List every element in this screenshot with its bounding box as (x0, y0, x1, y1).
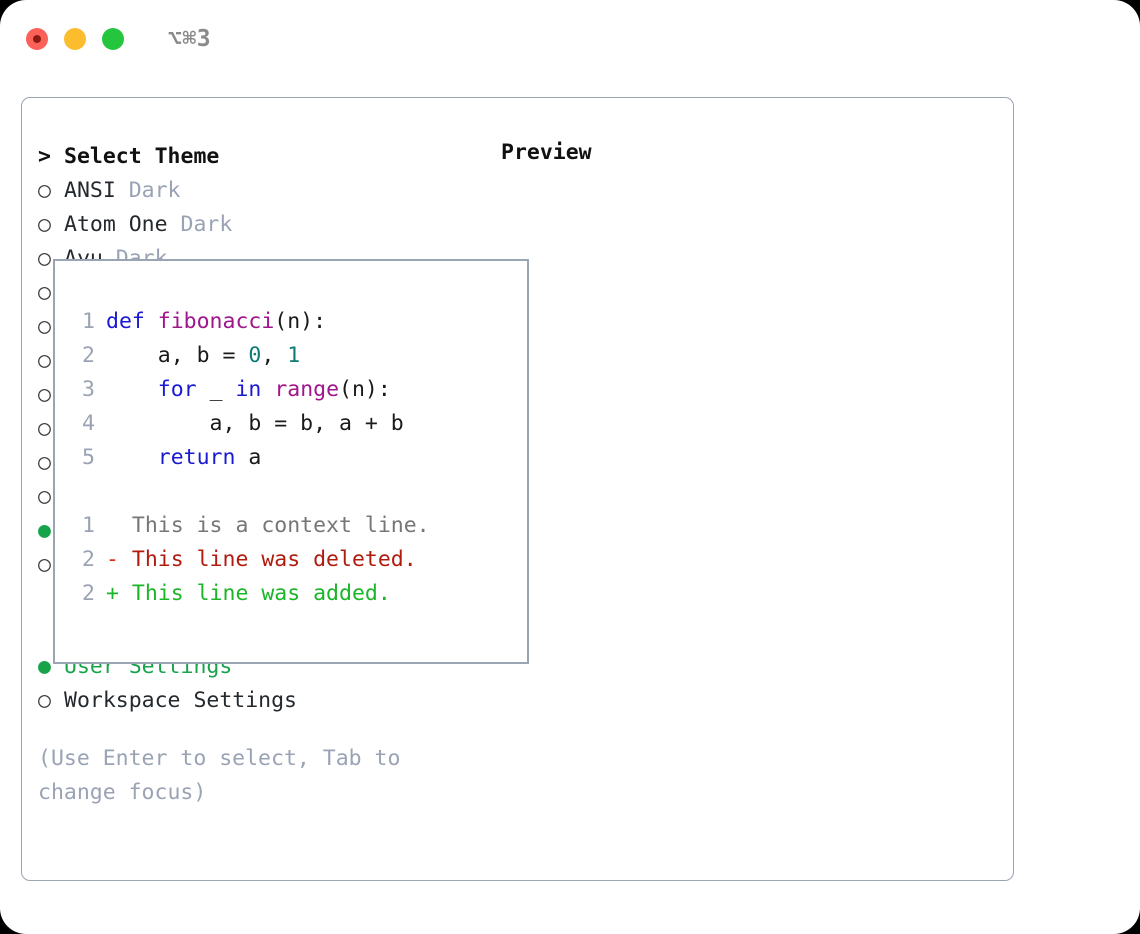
code-token: in (235, 377, 262, 402)
line-number: 1 (82, 309, 95, 334)
code-token (106, 377, 158, 402)
radio-unselected-icon[interactable]: ○ (38, 484, 51, 509)
help-text: (Use Enter to select, Tab to change focu… (38, 746, 401, 805)
code-text: a, b = 0, 1 (106, 339, 300, 373)
theme-variant-label: Dark (115, 178, 181, 203)
code-token: 1 (287, 343, 301, 368)
radio-unselected-icon[interactable]: ○ (38, 416, 51, 441)
line-number: 1 (82, 513, 95, 538)
line-number: 2 (82, 547, 95, 572)
theme-picker-header: > Select Theme (38, 140, 488, 174)
code-line: 4 a, b = b, a + b (69, 407, 527, 441)
radio-unselected-icon[interactable]: ○ (38, 382, 51, 407)
diff-line: 1 This is a context line. (69, 509, 527, 543)
radio-unselected-icon[interactable]: ○ (38, 552, 51, 577)
diff-marker: + (106, 581, 119, 606)
code-line: 2 a, b = 0, 1 (69, 339, 527, 373)
code-token: a, b = b, a + b (106, 411, 404, 436)
close-button[interactable] (26, 28, 48, 50)
shortcut-label: ⌥⌘3 (168, 26, 212, 52)
line-number: 5 (82, 445, 95, 470)
code-token: for (157, 377, 197, 402)
radio-unselected-icon[interactable]: ○ (38, 688, 51, 713)
diff-line: 2 + This line was added. (69, 577, 527, 611)
code-token: a, b = (106, 343, 249, 368)
theme-name-label: Atom One (64, 212, 168, 237)
code-text: for _ in range(n): (106, 373, 391, 407)
preview-title: Preview (501, 140, 592, 165)
code-line: 3 for _ in range(n): (69, 373, 527, 407)
line-number: 2 (82, 581, 95, 606)
diff-marker (106, 509, 119, 543)
radio-unselected-icon[interactable]: ○ (38, 348, 51, 373)
code-text: a, b = b, a + b (106, 407, 404, 441)
maximize-button[interactable] (102, 28, 124, 50)
theme-variant-label: Dark (167, 212, 233, 237)
code-token: return (157, 445, 236, 470)
radio-unselected-icon[interactable]: ○ (38, 178, 51, 203)
recording-indicator-icon (33, 35, 41, 43)
code-token: fibonacci (157, 309, 275, 334)
code-token: (n): (339, 377, 391, 402)
content-panel: > Select Theme ○ANSI Dark○Atom One Dark○… (21, 97, 1014, 881)
code-token (261, 377, 274, 402)
line-number: 2 (82, 343, 95, 368)
radio-selected-icon[interactable]: ● (38, 654, 51, 679)
diff-text: This line was deleted. (118, 547, 417, 572)
diff-text: This line was added. (118, 581, 391, 606)
apply-to-list: ●User Settings○Workspace Settings (38, 650, 488, 718)
theme-name-label: ANSI (64, 178, 116, 203)
line-number: 3 (82, 377, 95, 402)
code-token: 0 (248, 343, 262, 368)
code-token: (n): (274, 309, 327, 334)
code-line: 1 def fibonacci(n): (69, 305, 527, 339)
theme-picker-header-label: Select Theme (64, 144, 220, 169)
code-diff-separator (69, 475, 527, 509)
diff-text: This is a context line. (118, 513, 430, 538)
caret-icon: > (38, 144, 51, 169)
radio-unselected-icon[interactable]: ○ (38, 314, 51, 339)
code-text: def fibonacci(n): (106, 305, 326, 339)
minimize-button[interactable] (64, 28, 86, 50)
apply-to-label: Workspace Settings (64, 688, 297, 713)
code-text: return a (106, 441, 262, 475)
code-token: , (261, 343, 288, 368)
radio-unselected-icon[interactable]: ○ (38, 450, 51, 475)
preview-column: Preview (501, 140, 1001, 165)
code-token: def (106, 309, 158, 334)
code-token (106, 445, 158, 470)
theme-list-item[interactable]: ○ Atom One Dark (38, 208, 488, 242)
diff-line: 2- This line was deleted. (69, 543, 527, 577)
diff-marker: - (106, 547, 119, 572)
theme-list-item[interactable]: ○ ANSI Dark (38, 174, 488, 208)
line-number: 4 (82, 411, 95, 436)
title-bar: ⌥⌘3 (0, 0, 1140, 78)
radio-unselected-icon[interactable]: ○ (38, 212, 51, 237)
code-token: _ (196, 377, 236, 402)
code-token: a (235, 445, 262, 470)
apply-to-list-item[interactable]: ○ Workspace Settings (38, 684, 488, 718)
code-line: 5 return a (69, 441, 527, 475)
radio-selected-icon[interactable]: ● (38, 518, 51, 543)
radio-unselected-icon[interactable]: ○ (38, 246, 51, 271)
code-token: range (274, 377, 340, 402)
radio-unselected-icon[interactable]: ○ (38, 280, 51, 305)
